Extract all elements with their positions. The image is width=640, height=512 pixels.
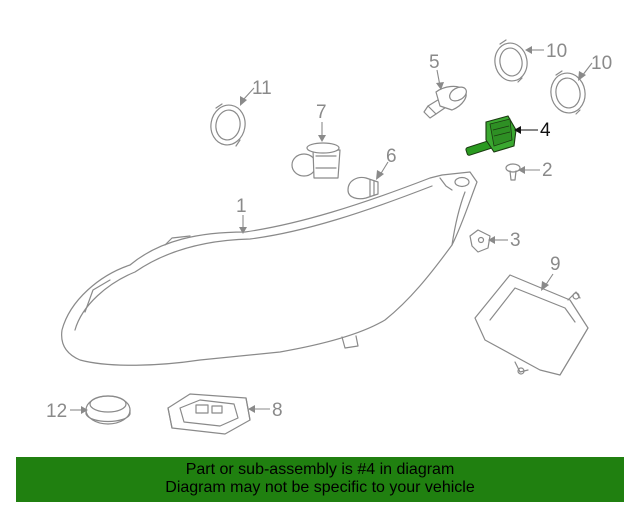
cover[interactable]: [85, 395, 131, 425]
callout-label: 7: [316, 102, 327, 123]
clip[interactable]: [469, 229, 491, 253]
headlamp-assembly[interactable]: [61, 171, 478, 366]
h7-bulb[interactable]: [291, 142, 341, 179]
callout-4: 4: [514, 120, 551, 141]
callout-5: 5: [429, 52, 444, 90]
callout-label: 2: [542, 160, 553, 181]
banner-line-1: Part or sub-assembly is #4 in diagram: [185, 461, 455, 478]
part-info-banner: Part or sub-assembly is #4 in diagram Di…: [16, 457, 624, 502]
callout-3: 3: [488, 230, 521, 251]
small-bulb[interactable]: [347, 176, 379, 200]
halogen-bulb[interactable]: [423, 84, 469, 119]
callout-label: 6: [386, 146, 397, 167]
callout-label: 1: [236, 196, 247, 217]
callout-label: 3: [510, 230, 521, 251]
cap[interactable]: [208, 102, 248, 147]
callout-9: 9: [541, 254, 561, 291]
callout-7: 7: [316, 102, 327, 142]
callout-label: 10: [546, 41, 567, 62]
callout-11: 11: [240, 78, 272, 106]
callout-label: 11: [252, 78, 272, 99]
screw[interactable]: [505, 163, 521, 181]
callout-10a: 10: [525, 41, 567, 62]
cap[interactable]: [548, 70, 588, 115]
callout-label: 8: [272, 400, 283, 421]
callout-label: 4: [540, 120, 551, 141]
callout-label: 10: [591, 53, 612, 74]
cap[interactable]: [492, 39, 530, 83]
banner-line-2: Diagram may not be specific to your vehi…: [165, 479, 475, 496]
control-module[interactable]: [474, 274, 589, 376]
callout-2: 2: [518, 160, 553, 181]
parts-diagram: 1 2 3 4 5 6 7 8: [46, 39, 612, 435]
callout-6: 6: [376, 146, 397, 180]
hid-bulb[interactable]: [465, 115, 517, 156]
callout-label: 12: [46, 401, 67, 422]
callout-label: 9: [550, 254, 561, 275]
callout-label: 5: [429, 52, 440, 73]
callout-12: 12: [46, 401, 88, 422]
callout-10b: 10: [578, 53, 612, 81]
callout-8: 8: [248, 400, 283, 421]
callout-1: 1: [236, 196, 247, 234]
ballast[interactable]: [167, 393, 251, 435]
